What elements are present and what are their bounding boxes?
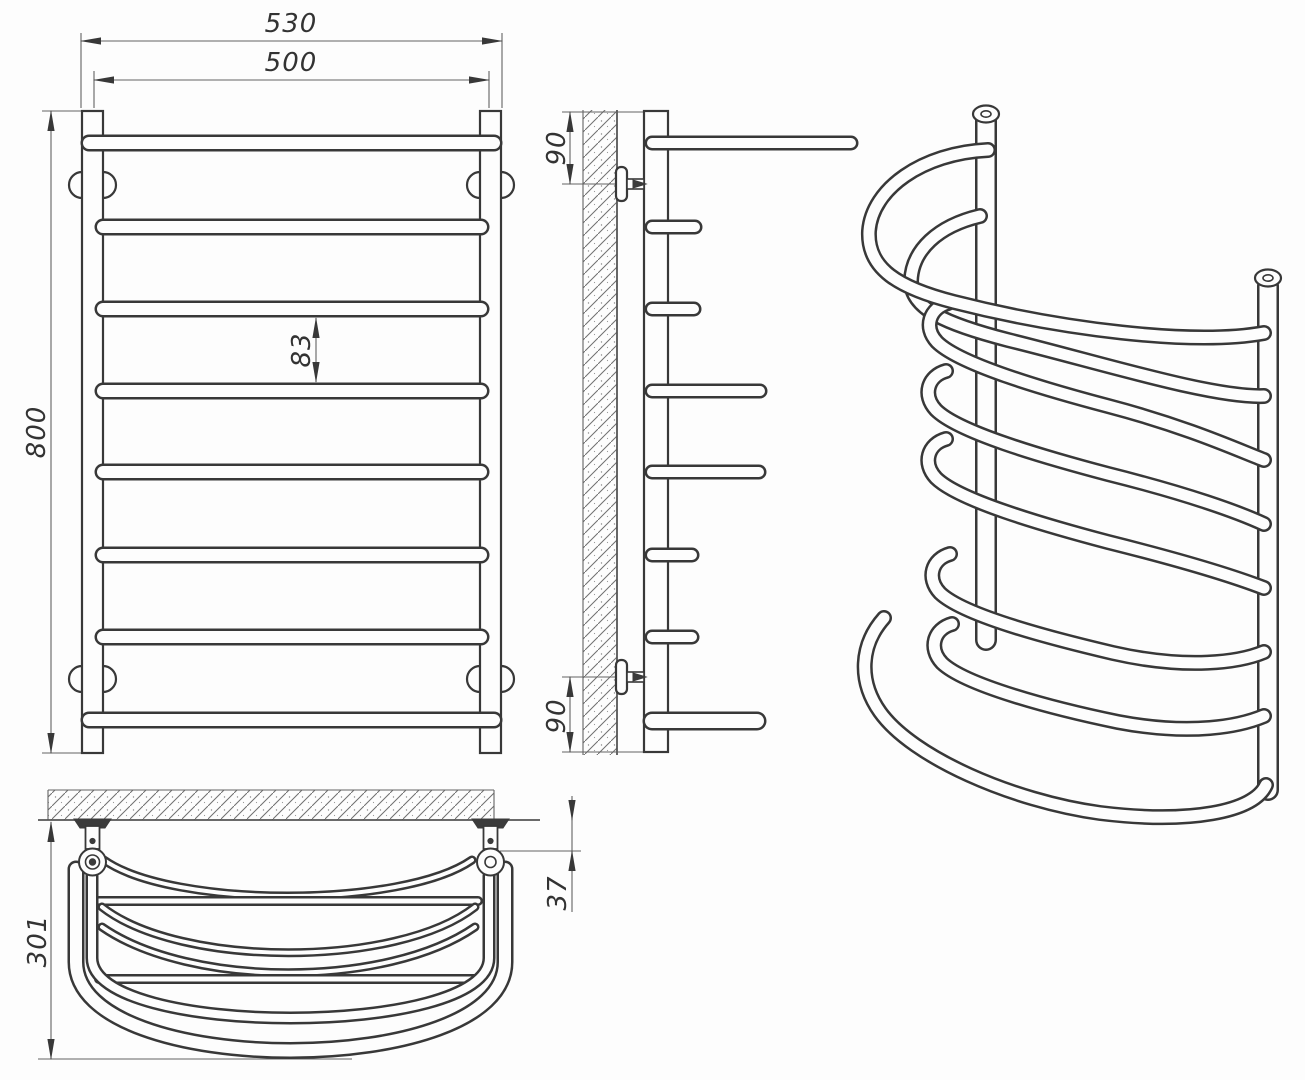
shallow-rail-arc <box>99 855 477 901</box>
wall-bracket-bumps <box>67 170 516 694</box>
mount-cap <box>471 818 510 829</box>
right-post <box>478 109 503 755</box>
left-post <box>80 109 105 755</box>
wall-bracket-bottom <box>614 658 648 696</box>
left-post-hole <box>980 110 992 119</box>
dim-83-label: 83 <box>287 332 317 367</box>
bracket-tip <box>632 672 648 682</box>
left-mount <box>73 818 112 877</box>
dim-90-bottom-label: 90 <box>542 698 572 733</box>
dim-90-top-label: 90 <box>542 130 572 165</box>
dim-500-label: 500 <box>265 48 318 78</box>
top-view: 301 37 <box>23 789 581 1060</box>
bracket-flange <box>614 658 629 696</box>
mid-rail-arc <box>97 902 480 958</box>
right-mount <box>471 818 510 877</box>
mount-stem <box>482 825 499 850</box>
side-view: 90 90 <box>542 109 859 755</box>
wall-hatch <box>583 110 617 755</box>
persp-rails <box>856 142 1274 825</box>
mount-stem <box>84 825 101 850</box>
mount-cap <box>73 818 112 829</box>
dim-530-label: 530 <box>265 9 318 39</box>
dim-37-label: 37 <box>543 875 573 910</box>
front-view: 530 500 800 83 <box>22 9 516 755</box>
screw-dot <box>487 837 494 845</box>
mount-hole <box>484 855 497 869</box>
screw-dot <box>89 837 96 845</box>
bracket-tip <box>632 179 648 189</box>
dim-800-label: 800 <box>22 406 52 459</box>
bracket-flange <box>614 165 629 203</box>
top-rails <box>67 855 514 1059</box>
dim-301-label: 301 <box>23 915 53 968</box>
mount-center <box>88 858 97 866</box>
side-post <box>642 109 670 754</box>
side-rung-ends <box>642 135 859 731</box>
wall-hatch <box>48 790 494 820</box>
perspective-view <box>856 104 1283 825</box>
front-rungs <box>80 134 503 729</box>
right-post-hole <box>1262 273 1274 282</box>
wall-bracket-top <box>614 165 648 203</box>
